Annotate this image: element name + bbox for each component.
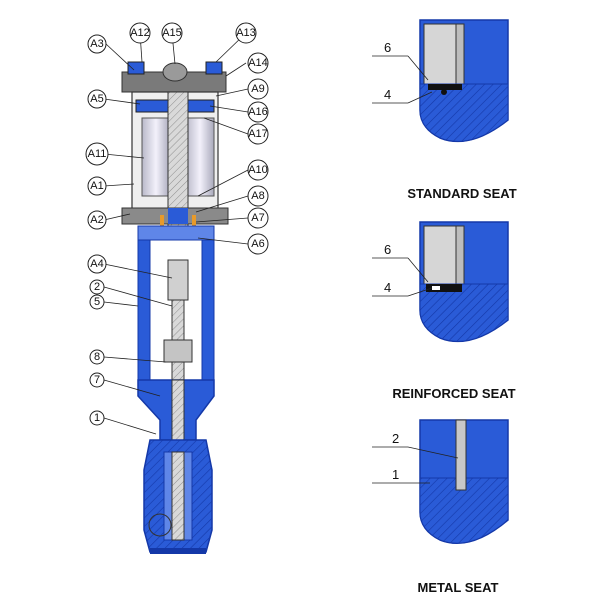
callout-a10: A10 — [248, 164, 268, 176]
piston-left — [141, 117, 171, 197]
callout-a13: A13 — [236, 27, 256, 39]
callout-a17: A17 — [248, 128, 268, 140]
callout-1: 1 — [94, 412, 100, 424]
callout-2: 2 — [94, 281, 100, 293]
callout-a6: A6 — [251, 238, 264, 250]
reinforced-seat-caption: REINFORCED SEAT — [392, 386, 515, 401]
callout-a1: A1 — [90, 180, 103, 192]
callout-a4: A4 — [90, 258, 103, 270]
callout-a3: A3 — [90, 38, 103, 50]
coupling — [167, 259, 189, 301]
callout-a9: A9 — [251, 83, 264, 95]
callout-a16: A16 — [248, 106, 268, 118]
callout-5: 5 — [94, 296, 100, 308]
callout-a12: A12 — [130, 27, 150, 39]
metal-seat-caption: METAL SEAT — [418, 580, 499, 595]
standard-seat-detail: 6 4 STANDARD SEAT — [372, 19, 517, 201]
reinforced-seat-label-6: 6 — [384, 242, 391, 257]
standard-seat-label-4: 4 — [384, 87, 391, 102]
yoke-right-column — [201, 225, 215, 393]
callout-a2: A2 — [90, 214, 103, 226]
callout-a15: A15 — [162, 27, 182, 39]
standard-seat-label-6: 6 — [384, 40, 391, 55]
callout-8: 8 — [94, 351, 100, 363]
position-indicator — [162, 62, 188, 82]
callout-a11: A11 — [88, 148, 107, 160]
callout-a14: A14 — [248, 57, 268, 69]
seat-detail-circle — [148, 513, 172, 537]
callout-a8: A8 — [251, 190, 264, 202]
valve-assembly — [121, 61, 229, 554]
metal-seat-label-2: 2 — [392, 431, 399, 446]
metal-seat-label-1: 1 — [392, 467, 399, 482]
metal-seat-detail: 2 1 METAL SEAT — [372, 419, 509, 595]
callout-7: 7 — [94, 374, 100, 386]
piston-right — [185, 117, 215, 197]
callout-a7: A7 — [251, 212, 264, 224]
callout-a5: A5 — [90, 93, 103, 105]
reinforced-seat-label-4: 4 — [384, 280, 391, 295]
callout-labels: A3 A12 A15 A13 A14 A5 A9 A16 A17 A11 A1 … — [88, 27, 268, 424]
yoke-left-column — [137, 225, 151, 393]
callouts — [103, 32, 249, 435]
reinforced-seat-detail: 6 4 REINFORCED SEAT — [372, 221, 516, 401]
standard-seat-caption: STANDARD SEAT — [407, 186, 516, 201]
callout-bubbles — [85, 22, 269, 426]
